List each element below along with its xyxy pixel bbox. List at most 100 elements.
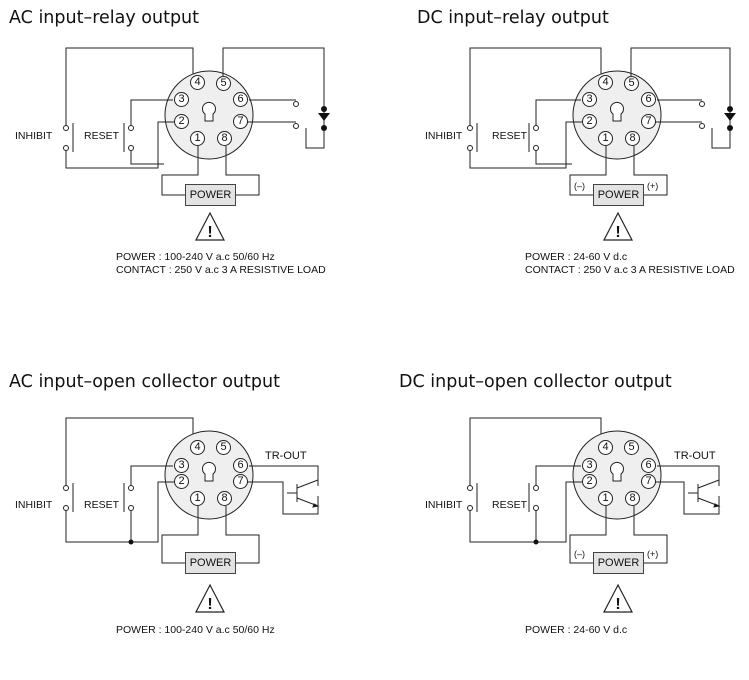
wire-inhibit-to-4	[469, 47, 602, 128]
common-junction-dot	[533, 539, 539, 545]
inhibit-switch	[467, 123, 478, 152]
pin-1: 1	[190, 131, 205, 146]
reset-switch	[528, 123, 539, 152]
inhibit-label: INHIBIT	[15, 499, 53, 511]
reset-label: RESET	[492, 130, 528, 142]
wire-5-to-relay	[222, 47, 325, 100]
wire-inhibit-to-2	[469, 121, 590, 169]
wire-inhibit-to-2	[65, 121, 182, 169]
pin-1: 1	[598, 491, 613, 506]
pin-2: 2	[174, 474, 189, 489]
pin-5: 5	[624, 440, 639, 455]
power-box: POWER	[593, 184, 644, 206]
socket-key	[202, 101, 216, 122]
reset-label: RESET	[84, 130, 120, 142]
pin-7: 7	[641, 474, 656, 489]
panel-title: DC input–relay output	[417, 8, 609, 28]
spec-power: POWER : 100-240 V a.c 50/60 Hz	[116, 624, 275, 636]
wire-reset-to-3	[130, 99, 173, 128]
pin-3: 3	[174, 92, 189, 107]
common-junction-dot	[128, 539, 134, 545]
tr-out-label: TR-OUT	[674, 450, 716, 462]
wire-1-to-power	[569, 506, 607, 564]
pin-7: 7	[233, 474, 248, 489]
svg-text:!: !	[207, 596, 212, 613]
wire-inhibit-to-2	[469, 481, 590, 543]
panel-title: AC input–open collector output	[9, 372, 280, 392]
pin-1: 1	[190, 491, 205, 506]
wire-reset-to-3	[535, 465, 581, 488]
pin-3: 3	[582, 458, 597, 473]
wire-reset-to-3	[130, 465, 173, 488]
transistor-symbol	[688, 479, 721, 508]
pin-2: 2	[582, 474, 597, 489]
transistor-symbol	[287, 479, 320, 508]
pin-8: 8	[625, 491, 640, 506]
wire-inhibit-to-4	[65, 47, 194, 128]
relay-contact	[293, 100, 330, 134]
spec-power: POWER : 24-60 V d.c	[525, 624, 628, 636]
panel-ac-relay: AC input–relay output	[0, 0, 374, 320]
polarity-minus: (–)	[574, 181, 585, 191]
spec-contact: CONTACT : 250 V a.c 3 A RESISTIVE LOAD	[116, 264, 326, 276]
svg-text:!: !	[207, 224, 212, 241]
wire-inhibit-to-4	[469, 417, 602, 488]
pin-4: 4	[190, 440, 205, 455]
pin-8: 8	[217, 131, 232, 146]
wire-7-to-emitter	[241, 481, 319, 515]
power-box: POWER	[185, 184, 236, 206]
wire-8-to-power	[225, 506, 260, 564]
pin-2: 2	[582, 114, 597, 129]
warning-icon: !	[195, 583, 225, 613]
pin-5: 5	[216, 440, 231, 455]
reset-switch	[123, 123, 134, 152]
pin-7: 7	[641, 114, 656, 129]
inhibit-label: INHIBIT	[425, 499, 463, 511]
pin-6: 6	[233, 458, 248, 473]
reset-switch	[123, 483, 134, 512]
panel-title: DC input–open collector output	[399, 372, 672, 392]
reset-label: RESET	[84, 499, 120, 511]
pin-6: 6	[641, 92, 656, 107]
socket-key	[610, 461, 624, 482]
warning-icon: !	[603, 583, 633, 613]
spec-contact: CONTACT : 250 V a.c 3 A RESISTIVE LOAD	[525, 264, 735, 276]
pin-6: 6	[641, 458, 656, 473]
reset-switch	[528, 483, 539, 512]
wire-8-to-power	[633, 146, 668, 196]
panel-title: AC input–relay output	[9, 8, 200, 28]
wire-1-to-power	[161, 506, 199, 564]
wire-inhibit-to-2	[65, 481, 182, 543]
wire-7-to-emitter	[649, 481, 720, 515]
spec-power: POWER : 24-60 V d.c	[525, 251, 628, 263]
pin-6: 6	[233, 92, 248, 107]
inhibit-switch	[467, 483, 478, 512]
svg-text:!: !	[615, 596, 620, 613]
pin-4: 4	[598, 440, 613, 455]
wiring-diagram: !	[63, 417, 320, 613]
polarity-plus: (+)	[647, 181, 659, 191]
wire-relay-return	[711, 128, 731, 149]
inhibit-label: INHIBIT	[15, 130, 53, 142]
relay-contact	[699, 100, 736, 134]
wire-reset-to-3	[535, 99, 581, 128]
pin-1: 1	[598, 131, 613, 146]
inhibit-switch	[63, 483, 74, 512]
polarity-plus: (+)	[647, 549, 659, 559]
wire-6-to-collector	[249, 465, 319, 486]
wire-reset-to-2	[535, 148, 572, 165]
wire-5-to-relay	[630, 47, 731, 100]
panel-ac-open-collector: AC input–open collector output	[0, 360, 374, 680]
pin-5: 5	[624, 76, 639, 91]
pin-3: 3	[174, 458, 189, 473]
power-box: POWER	[185, 552, 236, 574]
polarity-minus: (–)	[574, 549, 585, 559]
socket-key	[202, 461, 216, 482]
power-box: POWER	[593, 552, 644, 574]
reset-label: RESET	[492, 499, 528, 511]
wire-reset-to-2	[130, 148, 164, 165]
pin-4: 4	[190, 75, 205, 90]
pin-8: 8	[217, 491, 232, 506]
svg-text:!: !	[615, 224, 620, 241]
pin-8: 8	[625, 131, 640, 146]
